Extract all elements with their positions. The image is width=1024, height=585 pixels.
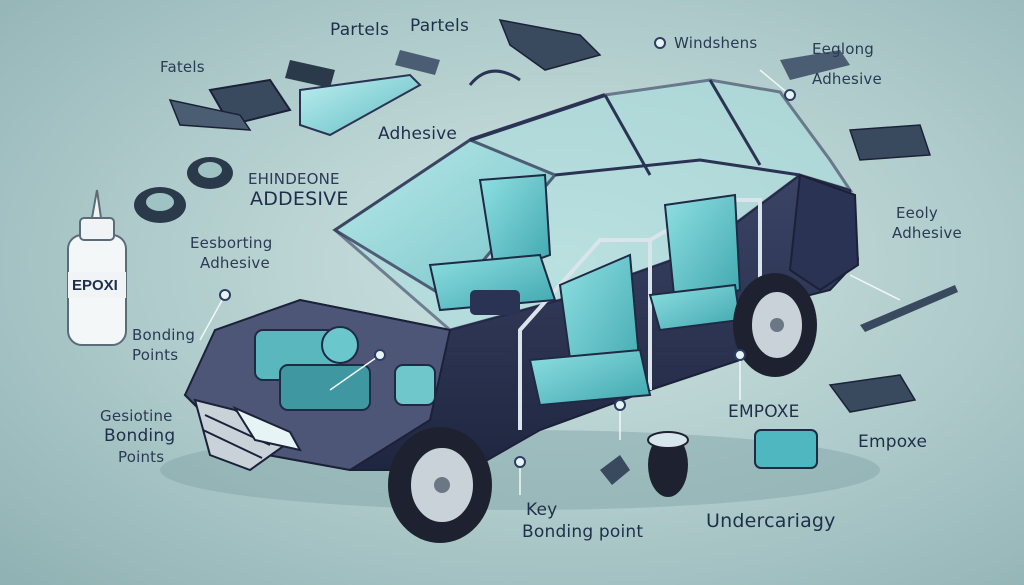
label-eeoly-adhesive: Adhesive — [892, 224, 962, 242]
label-fatels: Fatels — [160, 58, 205, 76]
label-eeoly: Eeoly — [896, 204, 938, 222]
epoxy-bottle-label: EPOXI — [72, 277, 118, 294]
callout-lines — [199, 69, 901, 495]
label-bonding-point: Bonding point — [522, 522, 644, 542]
label-points: Points — [132, 346, 179, 364]
label-eesborting: Eesborting — [190, 234, 273, 252]
label-adhesive-center: Adhesive — [378, 124, 458, 144]
label-partels-2: Partels — [410, 16, 469, 36]
label-partels-1: Partels — [330, 20, 389, 40]
rubber-rings — [134, 157, 233, 223]
loose-panels — [168, 19, 958, 497]
label-adhesive-top-right: Adhesive — [812, 70, 882, 88]
label-windshens: Windshens — [674, 34, 758, 52]
rear-wheel — [733, 273, 817, 377]
bonding-point-markers — [219, 37, 796, 468]
label-eeglong: Eeglong — [812, 40, 875, 58]
label-undercariagy: Undercariagy — [706, 510, 836, 532]
label-points-2: Points — [118, 448, 165, 466]
label-addesive: ADDESIVE — [250, 188, 349, 210]
label-gesiotine: Gesiotine — [100, 407, 173, 425]
label-eesborting-adhesive: Adhesive — [200, 254, 270, 272]
label-bonding: Bonding — [132, 326, 196, 344]
front-wheel — [388, 427, 492, 543]
label-key: Key — [526, 500, 558, 520]
label-ehindeone: EHINDEONE — [248, 170, 340, 188]
label-empoxe-1: EMPOXE — [728, 402, 800, 422]
epoxy-bottle — [67, 189, 127, 346]
label-empoxe-2: Empoxe — [858, 432, 928, 452]
label-bonding-2: Bonding — [104, 426, 176, 446]
car-seats — [428, 173, 742, 407]
